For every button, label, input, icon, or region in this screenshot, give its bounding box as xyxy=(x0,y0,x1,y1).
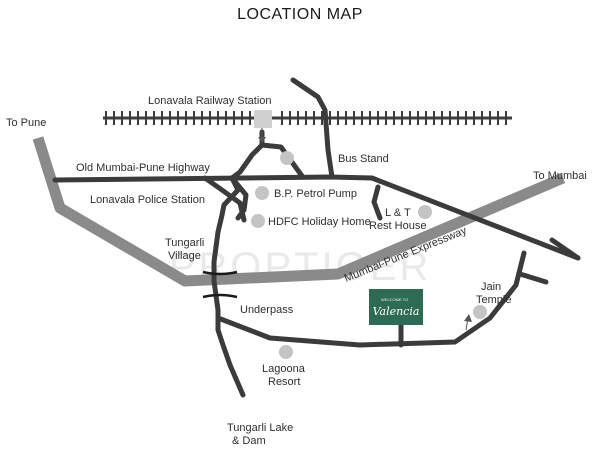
expressway-road xyxy=(32,136,566,287)
label-lagoona: Lagoona xyxy=(262,363,306,375)
label-to-pune: To Pune xyxy=(6,117,46,129)
label-jain: Jain xyxy=(481,281,501,293)
map-title: LOCATION MAP xyxy=(237,6,363,23)
project-name: Valencia xyxy=(373,305,420,318)
label-railway-station: Lonavala Railway Station xyxy=(148,95,272,107)
label-tungarli-lake: Tungarli Lake xyxy=(227,422,293,434)
label-resort: Resort xyxy=(268,376,300,388)
lagoona-resort-dot xyxy=(279,345,293,359)
project-badge: WELCOME TO Valencia xyxy=(369,289,423,325)
project-badge-top-text: WELCOME TO xyxy=(381,297,408,302)
jain-temple-arrow-icon xyxy=(464,314,472,331)
label-bus-stand: Bus Stand xyxy=(338,153,389,165)
lt-rest-house-dot xyxy=(418,205,432,219)
petrol-pump-dot xyxy=(255,186,269,200)
station-arrow-icon xyxy=(258,128,266,143)
underpass-symbol xyxy=(202,270,238,299)
label-old-highway: Old Mumbai-Pune Highway xyxy=(76,162,210,174)
project-badge-bg xyxy=(369,289,423,325)
label-to-mumbai: To Mumbai xyxy=(533,170,587,182)
road-network xyxy=(52,77,581,398)
station-marker xyxy=(254,110,272,128)
jain-temple-dot xyxy=(473,305,487,319)
label-temple: Temple xyxy=(476,294,511,306)
railway-line xyxy=(103,111,512,125)
bus-stand-dot xyxy=(280,151,294,165)
hdfc-dot xyxy=(251,214,265,228)
label-lt: L & T xyxy=(385,207,411,219)
label-petrol-pump: B.P. Petrol Pump xyxy=(274,188,357,200)
label-rest-house: Rest House xyxy=(369,220,426,232)
label-dam: & Dam xyxy=(232,435,266,447)
label-hdfc: HDFC Holiday Home xyxy=(268,216,371,228)
label-tungarli: Tungarli xyxy=(165,237,204,249)
label-police-station: Lonavala Police Station xyxy=(90,194,205,206)
label-underpass: Underpass xyxy=(240,304,294,316)
label-village: Village xyxy=(168,250,201,262)
